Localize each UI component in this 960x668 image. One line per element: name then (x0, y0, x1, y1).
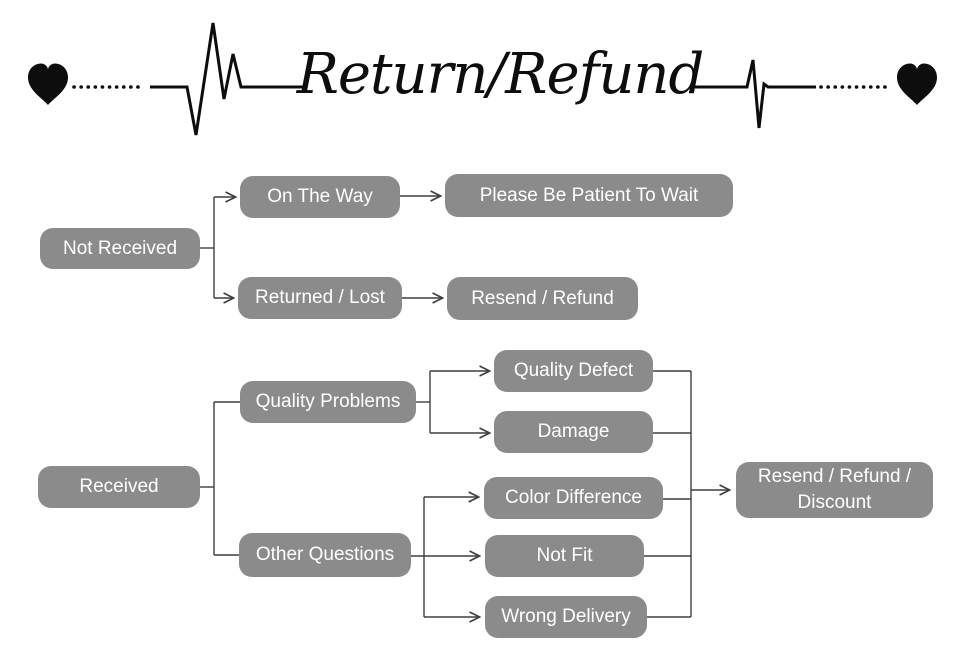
flow-node-resend-refund: Resend / Refund (447, 277, 638, 320)
flow-node-resend-refund-discount: Resend / Refund / Discount (736, 462, 933, 518)
ekg-pulse-right (694, 59, 816, 129)
flow-node-wrong-delivery: Wrong Delivery (485, 596, 647, 638)
flow-node-other-questions: Other Questions (239, 533, 411, 577)
flow-node-color-difference: Color Difference (484, 477, 663, 519)
heartbeat-banner (28, 22, 937, 136)
flow-node-not-fit: Not Fit (485, 535, 644, 577)
flow-node-quality-defect: Quality Defect (494, 350, 653, 392)
ekg-pulse-left (150, 22, 306, 136)
flow-node-quality-problems: Quality Problems (240, 381, 416, 423)
flow-node-on-the-way: On The Way (240, 176, 400, 218)
page-title: Return/Refund (296, 41, 705, 107)
flow-node-received: Received (38, 466, 200, 508)
heart-icon (897, 63, 937, 105)
flow-node-damage: Damage (494, 411, 653, 453)
flow-node-please-be-patient: Please Be Patient To Wait (445, 174, 733, 217)
flow-node-not-received: Not Received (40, 228, 200, 269)
heart-icon (28, 63, 68, 105)
flow-node-returned-lost: Returned / Lost (238, 277, 402, 319)
